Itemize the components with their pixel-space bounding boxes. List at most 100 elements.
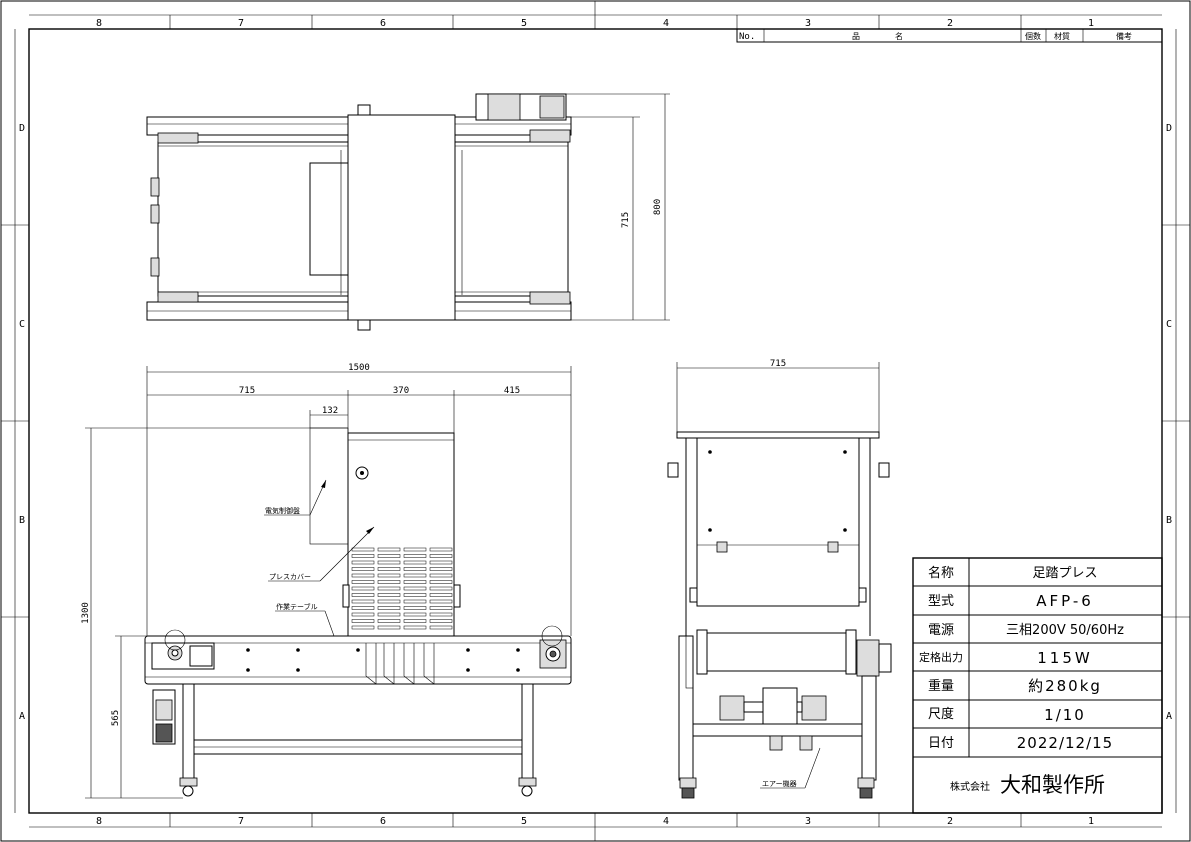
louver-slot — [351, 606, 375, 610]
louver-slot — [351, 586, 375, 591]
col-label-bottom: 8 — [96, 816, 102, 827]
parts-list-header: No. 品 名 個数 材質 備考 — [736, 28, 1163, 43]
col-label-bottom: 5 — [521, 816, 527, 827]
col-label-top: 2 — [947, 18, 953, 29]
callout-electrical-control: 電気制御盤 — [265, 506, 300, 515]
title-label-scale: 尺度 — [928, 706, 954, 722]
louver-slot — [429, 547, 453, 552]
title-block: 名称 型式 電源 定格出力 重量 尺度 日付 足踏プレス AFP-6 三相200… — [912, 557, 1163, 814]
louver-slot — [377, 573, 401, 578]
callout-work-table: 作業テーブル — [276, 602, 318, 611]
louver-slot — [429, 580, 453, 584]
louver-slot — [403, 554, 427, 558]
top-view — [146, 93, 572, 331]
row-label-right: B — [1166, 515, 1172, 526]
row-label-right: D — [1166, 123, 1172, 134]
col-label-bottom: 2 — [947, 816, 953, 827]
title-label-date: 日付 — [928, 736, 954, 751]
col-label-bottom: 4 — [663, 816, 669, 827]
col-label-top: 1 — [1088, 18, 1094, 29]
row-label-left: C — [19, 319, 25, 330]
title-value-power: 三相200V 50/60Hz — [1006, 623, 1124, 638]
louver-slot — [403, 606, 427, 610]
dim-front-132: 132 — [322, 406, 338, 416]
dim-top-800: 800 — [653, 199, 663, 215]
louver-slot — [429, 586, 453, 591]
louver-slot — [377, 554, 401, 558]
col-label-bottom: 7 — [238, 816, 244, 827]
side-view-dimensions: 715 エアー機器 — [676, 359, 880, 789]
louver-slot — [429, 560, 453, 565]
louver-slot — [351, 619, 375, 623]
louver-slot — [403, 560, 427, 565]
col-label-top: 7 — [238, 18, 244, 29]
row-label-right: A — [1166, 711, 1172, 722]
louver-slot — [377, 593, 401, 597]
side-view — [667, 431, 892, 799]
louver-slot — [429, 619, 453, 623]
title-label-name: 名称 — [928, 565, 954, 581]
row-label-left: D — [19, 123, 25, 134]
louver-slot — [377, 606, 401, 610]
louver-slot — [403, 580, 427, 584]
title-label-rated-output: 定格出力 — [919, 650, 963, 664]
louver-slot — [429, 593, 453, 597]
dim-side-715: 715 — [770, 359, 786, 369]
dim-top-715: 715 — [621, 212, 631, 228]
louver-slot — [377, 547, 401, 552]
title-label-model: 型式 — [928, 594, 954, 609]
col-label-top: 4 — [663, 18, 669, 29]
parts-qty-header: 個数 — [1025, 31, 1041, 41]
louver-slot — [351, 612, 375, 617]
louver-slot — [377, 625, 401, 630]
title-value-weight: 約280kg — [1028, 677, 1102, 695]
title-value-model: AFP-6 — [1036, 592, 1094, 610]
dim-front-715: 715 — [239, 386, 255, 396]
title-value-name: 足踏プレス — [1032, 566, 1097, 581]
title-label-weight: 重量 — [928, 678, 954, 694]
col-label-bottom: 1 — [1088, 816, 1094, 827]
louver-slot — [429, 567, 453, 571]
dim-front-1300: 1300 — [81, 602, 91, 624]
louver-slot — [377, 567, 401, 571]
row-label-left: A — [19, 711, 25, 722]
title-label-power: 電源 — [928, 623, 954, 638]
louver-slot — [429, 625, 453, 630]
louver-slot — [403, 593, 427, 597]
front-view-dimensions: 1500 715 370 415 132 1300 565 — [81, 363, 572, 799]
parts-name-header: 品 — [852, 32, 860, 41]
col-label-top: 3 — [805, 18, 811, 29]
col-label-bottom: 3 — [805, 816, 811, 827]
louver-slot — [351, 580, 375, 584]
louver-slot — [377, 580, 401, 584]
louver-slot — [429, 606, 453, 610]
louver-slot — [351, 560, 375, 565]
col-label-top: 5 — [521, 18, 527, 29]
louver-slot — [351, 567, 375, 571]
dim-front-1500: 1500 — [348, 363, 370, 373]
title-value-date: 2022/12/15 — [1017, 734, 1113, 752]
callout-air-equipment: エアー機器 — [762, 779, 797, 788]
parts-name-header: 名 — [895, 31, 903, 41]
col-label-bottom: 6 — [380, 816, 386, 827]
callout-press-cover: プレスカバー — [269, 573, 311, 581]
louver-slot — [403, 619, 427, 623]
louver-slot — [377, 619, 401, 623]
front-view — [144, 427, 572, 797]
col-label-top: 8 — [96, 18, 102, 29]
louver-slot — [403, 612, 427, 617]
louver-slot — [351, 554, 375, 558]
louver-slot — [429, 554, 453, 558]
louver-slot — [351, 593, 375, 597]
company-prefix: 株式会社 — [950, 780, 990, 793]
parts-no-header: No. — [739, 32, 755, 42]
louver-slot — [351, 547, 375, 552]
dim-front-370: 370 — [393, 386, 409, 396]
louver-slot — [403, 599, 427, 604]
top-view-dimensions: 715 800 — [566, 93, 670, 321]
louver-slot — [403, 567, 427, 571]
row-label-right: C — [1166, 319, 1172, 330]
louver-slot — [429, 573, 453, 578]
louver-slot — [351, 625, 375, 630]
